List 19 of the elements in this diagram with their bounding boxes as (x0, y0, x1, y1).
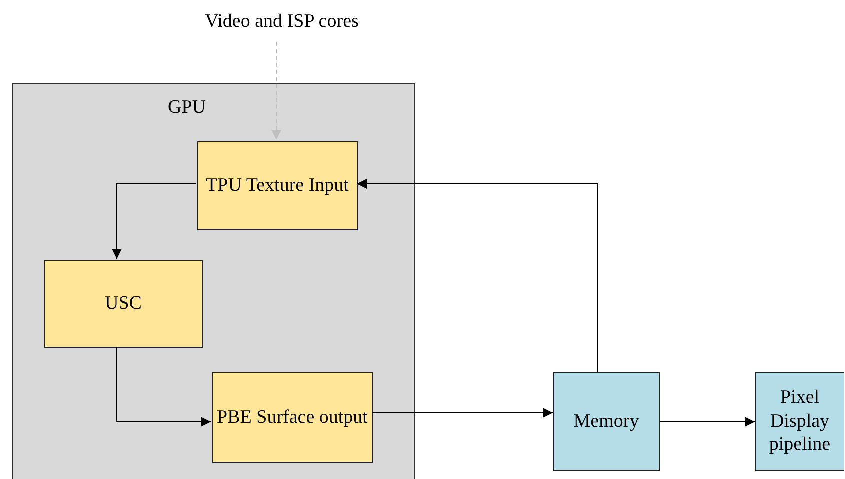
arrow (372, 408, 554, 418)
box-label: PBE Surface output (216, 406, 369, 430)
gpu-container (12, 83, 415, 479)
box-label: TPU Texture Input (205, 174, 350, 198)
box-label: Memory (572, 410, 640, 434)
group-title: GPU (168, 96, 206, 120)
process-box (755, 372, 844, 471)
process-box (44, 260, 203, 348)
arrow (116, 346, 212, 427)
arrow (112, 184, 196, 260)
source-label: Video and ISP cores (204, 10, 360, 34)
arrow (272, 42, 282, 140)
arrow (660, 417, 756, 427)
box-label: Pixel Display pipeline (768, 386, 832, 458)
arrow (356, 179, 598, 372)
memory-box (553, 372, 660, 471)
process-box (212, 372, 373, 463)
box-label: USC (104, 292, 143, 316)
process-box (197, 141, 358, 230)
